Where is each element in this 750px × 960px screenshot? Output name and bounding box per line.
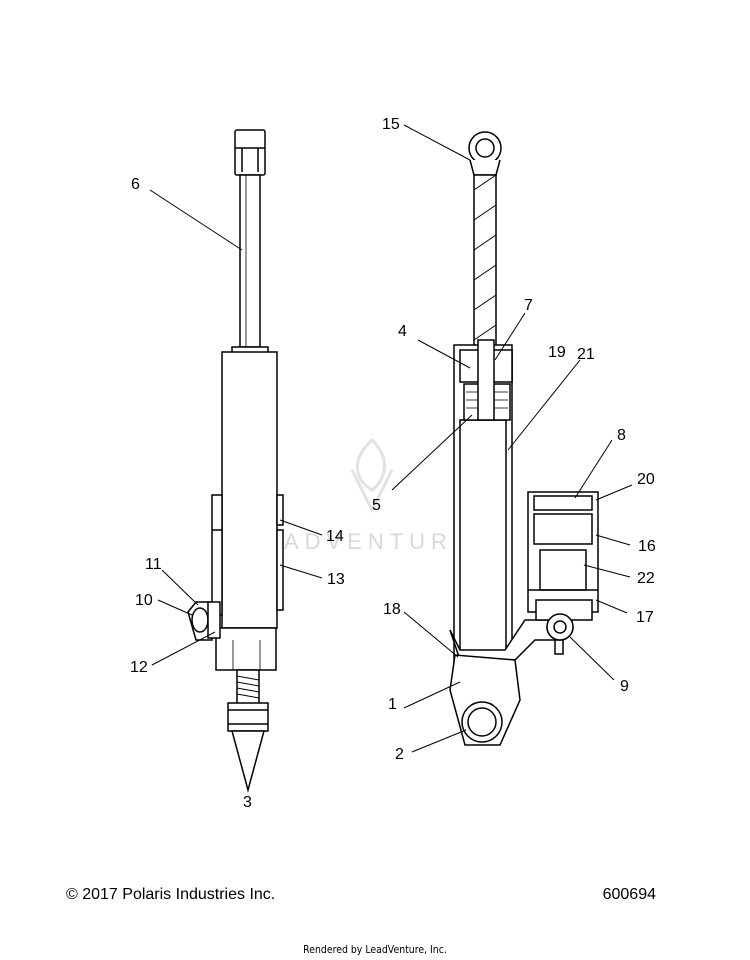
top-eye-bushing (475, 138, 495, 158)
callout-9: 9 (620, 678, 629, 695)
inner-tube (459, 419, 507, 661)
shaft-lower (477, 339, 495, 421)
leader-6 (149, 189, 243, 251)
right-shock-assembly (449, 131, 599, 746)
shock-body (221, 351, 278, 629)
adjuster-center-front (553, 620, 567, 634)
callout-12: 12 (130, 659, 148, 676)
leader-11 (161, 569, 199, 606)
drawing-number: 600694 (602, 886, 656, 903)
leader-4 (417, 339, 471, 369)
callout-4: 4 (398, 323, 407, 340)
leader-20 (595, 484, 633, 501)
lower-mount (227, 702, 269, 732)
callout-20: 20 (637, 471, 655, 488)
callout-17: 17 (636, 609, 654, 626)
leader-2 (411, 729, 467, 753)
leader-lines (149, 124, 633, 753)
callout-13: 13 (327, 571, 345, 588)
reservoir-piston (533, 513, 593, 545)
threaded-stud (236, 669, 260, 705)
collar-right-lower (276, 529, 284, 611)
leader-10 (157, 599, 193, 616)
callout-16: 16 (638, 538, 656, 555)
left-shock-assembly (187, 129, 284, 793)
callout-5: 5 (372, 497, 381, 514)
leader-8 (574, 439, 613, 499)
leader-12 (151, 631, 216, 666)
callout-8: 8 (617, 427, 626, 444)
leader-5 (391, 414, 473, 491)
collar-right-upper (276, 494, 284, 526)
reservoir-valve (539, 549, 587, 591)
top-eyelet (234, 129, 266, 176)
leader-7 (494, 312, 526, 361)
cutaway-shaft (473, 174, 497, 356)
collar-left (211, 494, 223, 616)
adjuster-stem (554, 639, 564, 655)
reservoir-cap (533, 495, 593, 511)
callout-2: 2 (395, 746, 404, 763)
leader-16 (595, 534, 631, 546)
callout-1: 1 (388, 696, 397, 713)
callout-19: 19 (548, 344, 566, 361)
cone (231, 730, 265, 793)
leader-17 (595, 599, 628, 614)
callout-18: 18 (383, 601, 401, 618)
callout-14: 14 (326, 528, 344, 545)
callout-11: 11 (145, 556, 162, 573)
bottom-block (215, 627, 277, 671)
leader-14 (279, 519, 323, 536)
callout-numbers: 1 2 3 4 5 6 7 8 9 10 11 12 13 14 15 16 1… (130, 116, 656, 811)
copyright-text: © 2017 Polaris Industries Inc. (66, 886, 276, 903)
watermark-logo (350, 437, 394, 514)
leader-13 (279, 564, 323, 579)
callout-10: 10 (135, 592, 153, 609)
leader-21 (507, 359, 581, 451)
leader-15 (403, 124, 471, 161)
callout-6: 6 (131, 176, 140, 193)
leader-1 (403, 681, 461, 709)
adjuster-nut (191, 607, 209, 633)
callout-3: 3 (243, 794, 252, 811)
shaft (239, 174, 261, 348)
bottom-eye-bushing (467, 707, 497, 737)
leader-22 (583, 564, 631, 578)
leader-18 (403, 611, 459, 658)
rendered-by-text: Rendered by LeadVenture, Inc. (303, 943, 447, 956)
leader-9 (569, 636, 615, 681)
adjuster-bracket (207, 601, 221, 639)
callout-15: 15 (382, 116, 400, 133)
callout-22: 22 (637, 570, 655, 587)
callout-21: 21 (577, 346, 595, 363)
callout-7: 7 (524, 297, 533, 314)
